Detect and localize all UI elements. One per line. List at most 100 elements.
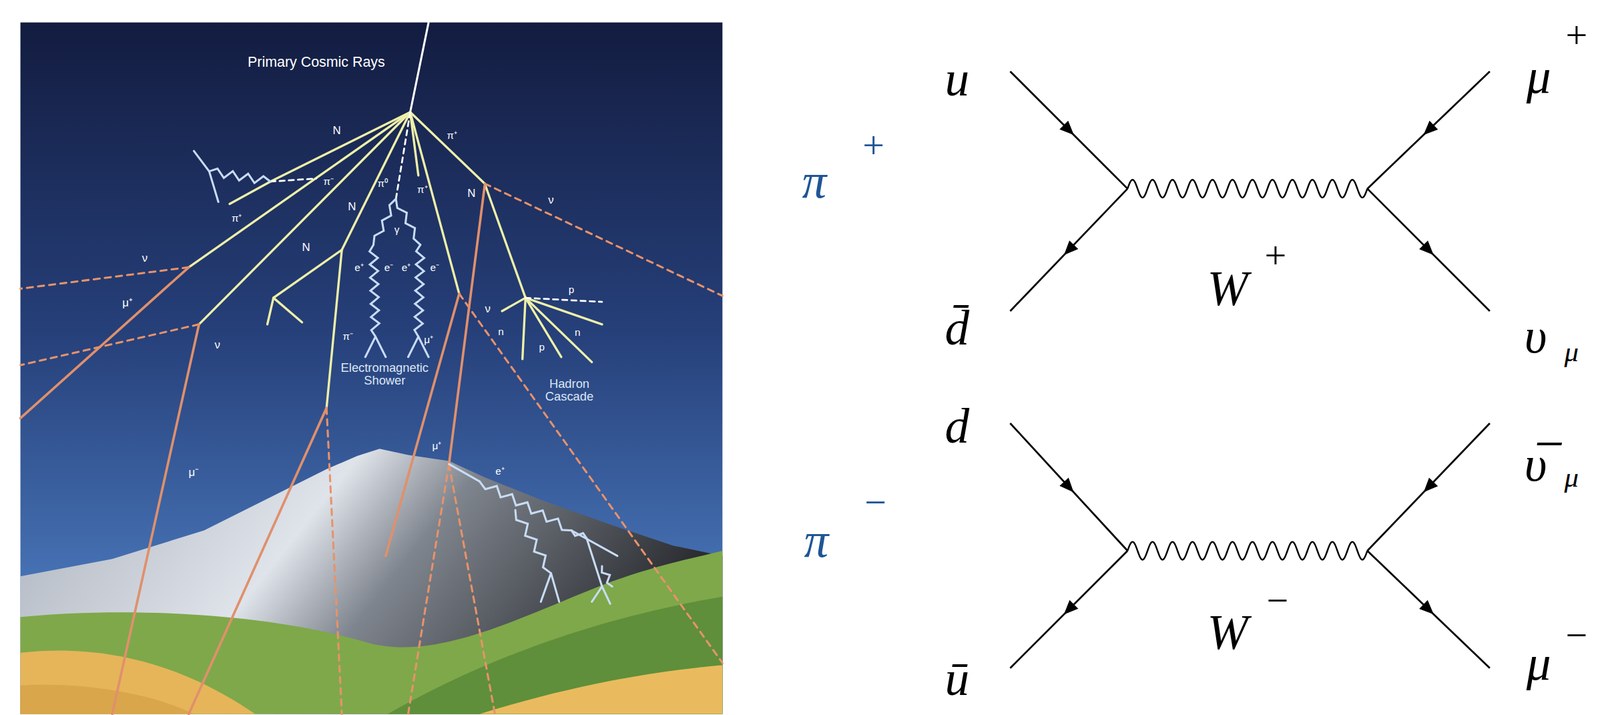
- illustration-part: [270, 112, 603, 302]
- particle-label: ν: [142, 252, 148, 265]
- particle-label: π⁰: [377, 178, 388, 189]
- illustration-part: [229, 181, 271, 205]
- particle-label: μ⁻: [188, 466, 200, 479]
- illustration-part: [540, 573, 560, 603]
- illustration-part: [449, 463, 480, 482]
- particle-label: N: [332, 124, 341, 137]
- illustration-part: [571, 529, 618, 604]
- illustration-part: [198, 112, 410, 325]
- particle-label: ν: [214, 339, 220, 352]
- fermion-arrow: [1419, 600, 1434, 615]
- illustration-part: [501, 297, 526, 312]
- em-track: [414, 244, 425, 338]
- feynman-label: u: [945, 54, 970, 106]
- feynman-label: μ: [1526, 637, 1552, 689]
- illustration-part: [20, 684, 195, 715]
- em-track: [369, 244, 380, 338]
- illustration-part: [188, 407, 327, 714]
- fermion-line: [1367, 188, 1490, 312]
- illustration-part: [522, 297, 526, 360]
- illustration-part: [267, 249, 343, 325]
- illustration-part: [365, 336, 386, 358]
- caption-label: Electromagnetic Shower: [334, 360, 435, 387]
- illustration-part: [525, 297, 603, 302]
- feynman-label: W: [1206, 262, 1248, 315]
- fermion-arrow: [1059, 477, 1074, 492]
- caption-label: Primary Cosmic Rays: [247, 54, 386, 70]
- particle-label: μ⁺: [423, 334, 434, 346]
- illustration-part: [479, 664, 723, 714]
- feynman-label: π: [804, 515, 830, 567]
- particle-label: p: [538, 341, 545, 353]
- particle-label: N: [347, 200, 356, 213]
- illustration-part: [387, 596, 723, 715]
- illustration-part: [459, 293, 723, 663]
- particle-label: π⁺: [231, 212, 243, 224]
- illustration-part: [112, 324, 199, 715]
- illustration-part: [449, 463, 496, 714]
- illustration-part: [20, 650, 256, 715]
- fermion-line: [1367, 71, 1490, 189]
- illustration-part: [395, 112, 410, 199]
- em-zigzags: [208, 168, 613, 587]
- illustration-part: [410, 22, 430, 113]
- feynman-label: υ: [1524, 311, 1548, 363]
- particle-label: e⁺: [354, 262, 364, 274]
- feynman-diagrams: [1009, 71, 1490, 669]
- illustration-part: [20, 267, 189, 418]
- particle-label: n: [497, 326, 504, 338]
- feynman-label: −: [1565, 614, 1588, 655]
- illustration-part: [20, 183, 723, 714]
- particle-label: π⁻: [323, 176, 334, 187]
- fermion-line: [1009, 423, 1128, 551]
- illustration-part: [20, 267, 189, 289]
- illustration-part: [270, 112, 410, 182]
- illustration-part: [326, 407, 342, 714]
- caption-label: Hadron Cascade: [538, 377, 602, 404]
- particle-label: e⁺: [495, 465, 505, 477]
- sky-panel: [20, 22, 723, 715]
- illustration-part: [20, 324, 200, 366]
- particle-label: ν: [485, 303, 491, 316]
- illustration-part: [525, 297, 603, 325]
- illustration-part: [410, 112, 419, 176]
- particle-label: N: [467, 188, 476, 201]
- particle-label: e⁻: [384, 262, 394, 274]
- fermion-line: [1009, 71, 1128, 189]
- illustration-part: [525, 297, 562, 358]
- illustration-part: [326, 249, 342, 408]
- illustration-part: [270, 178, 317, 182]
- illustration-part: [525, 297, 592, 362]
- particle-label: N: [302, 242, 311, 255]
- feynman-label: −: [1266, 579, 1289, 621]
- fermion-line: [1367, 550, 1490, 669]
- feynman-label: π: [802, 156, 828, 208]
- fermion-line: [1009, 550, 1128, 669]
- feynman-label: μ: [1526, 50, 1552, 103]
- particle-label: π⁺: [417, 184, 428, 195]
- illustration-part: [273, 297, 303, 323]
- illustration-part: [385, 293, 460, 557]
- feynman-label: d: [945, 400, 970, 452]
- fermion-line: [1367, 423, 1490, 551]
- illustration-part: [341, 112, 410, 250]
- em-track: [395, 198, 421, 245]
- illustration-part: [188, 112, 603, 408]
- fermion-arrow: [1063, 600, 1079, 615]
- particle-label: p: [568, 284, 575, 296]
- fermion-line: [1009, 188, 1128, 312]
- fermion-arrow: [1059, 120, 1075, 136]
- feynman-label: +: [862, 124, 885, 166]
- illustration-part: [20, 448, 723, 714]
- particle-label: γ: [394, 224, 400, 235]
- w-boson-propagator: [1127, 179, 1368, 198]
- feynman-label: d̄: [945, 303, 970, 355]
- particle-label: e⁻: [429, 262, 440, 274]
- em-track: [208, 168, 271, 184]
- feynman-label: μ: [1563, 462, 1578, 493]
- feynman-label: +: [1565, 14, 1588, 55]
- w-boson-propagator: [1127, 542, 1368, 561]
